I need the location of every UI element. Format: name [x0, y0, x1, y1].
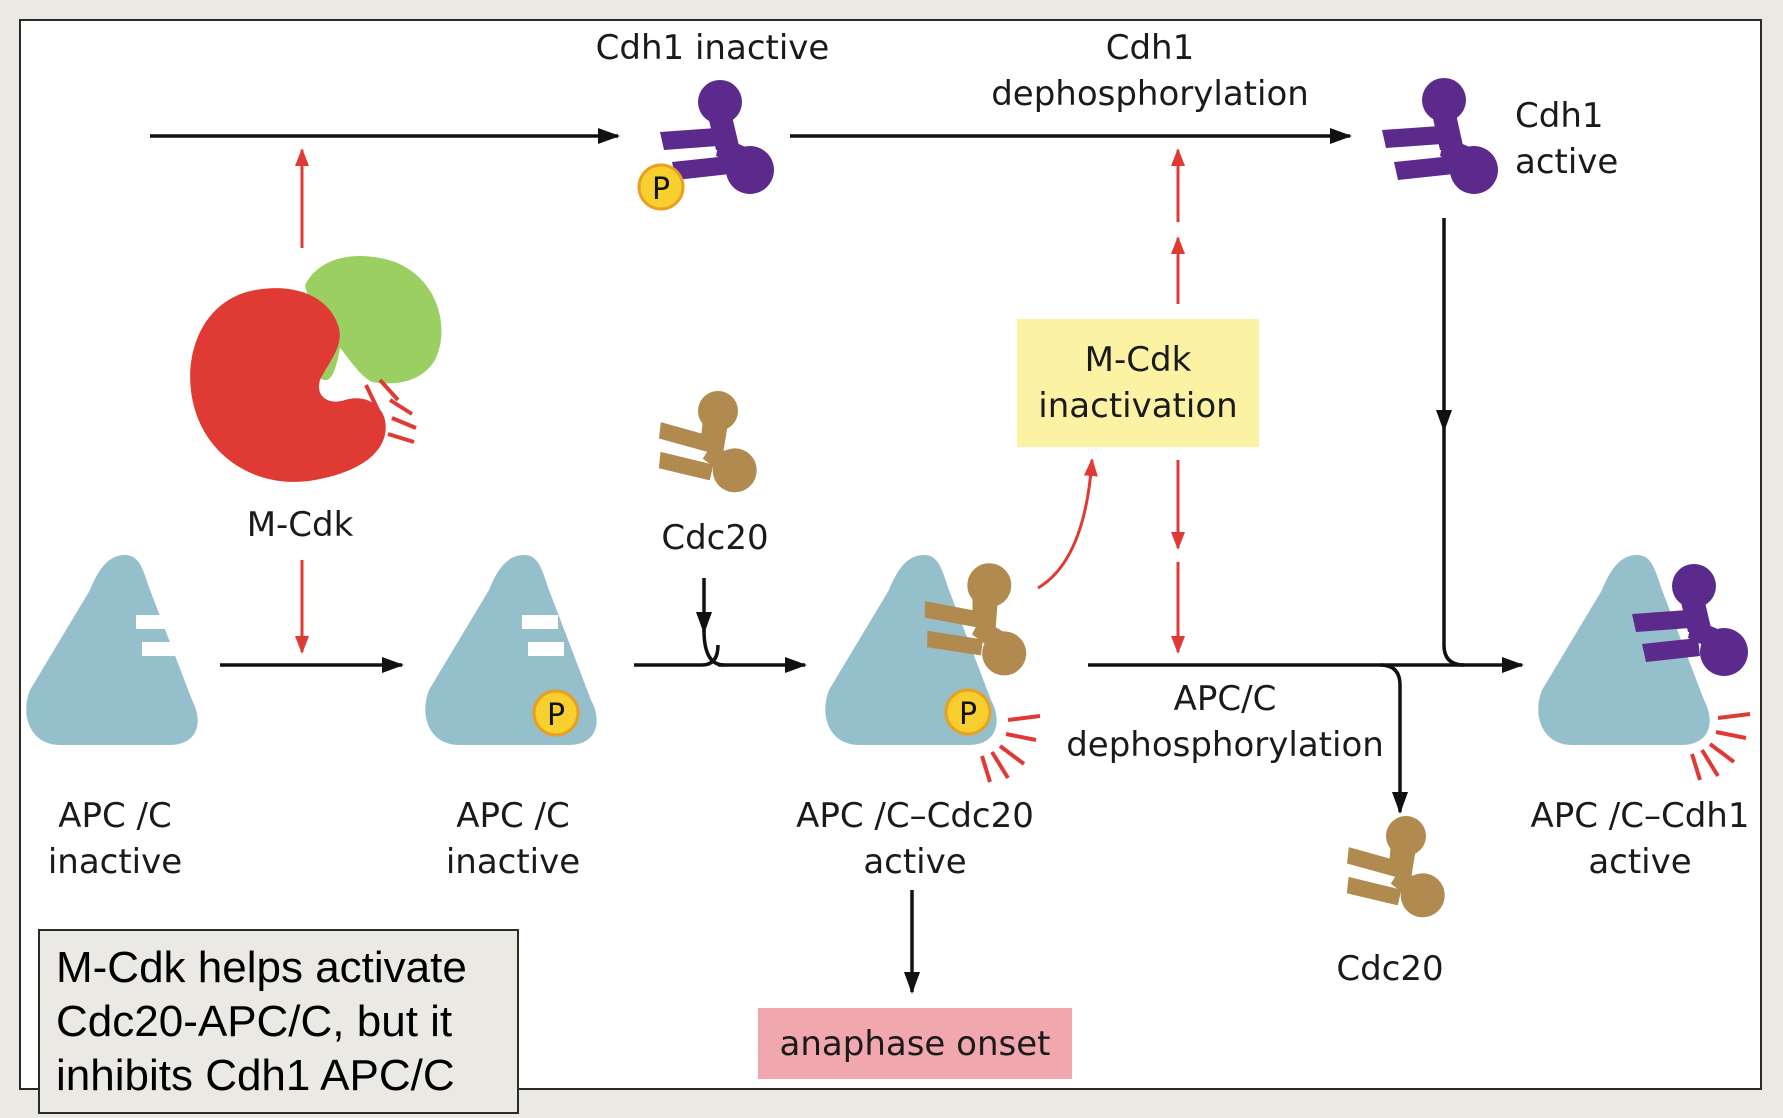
diagram-panel: [19, 19, 1762, 1090]
arrow-cdh1-down-head: [1436, 410, 1452, 432]
cdc20-top-icon: [658, 390, 757, 493]
mcdk-complex-icon: [190, 255, 442, 482]
apc-cdh1-active-icon: [1538, 555, 1751, 781]
label-apc-inactive-1: APC /C inactive: [47, 796, 183, 882]
mcdk-inactivation-box: M-Cdk inactivation: [1017, 319, 1259, 447]
phospho-label: P: [652, 172, 670, 207]
cdc20-bottom-icon: [1346, 815, 1445, 918]
label-apc-cdc20-active: APC /C–Cdc20 active: [796, 796, 1034, 882]
anaphase-onset-box: anaphase onset: [758, 1008, 1072, 1079]
red-arrow-apc-to-inactivation: [1037, 458, 1098, 590]
label-apc-cdh1-active: APC /C–Cdh1 active: [1530, 796, 1750, 882]
label-cdh1-active: Cdh1 active: [1515, 96, 1619, 182]
arrow-release-cdc20: [1379, 663, 1408, 814]
label-apc-inactive-2: APC /C inactive: [445, 796, 581, 882]
phospho-cdh1: P: [637, 163, 685, 211]
phospho-label: P: [959, 697, 977, 732]
arrow-cdc20-join-curve: [702, 629, 725, 667]
arrow-cdh1-down: [1442, 218, 1465, 667]
apc-inactive-2-icon: P: [425, 555, 597, 745]
label-mcdk: M-Cdk: [246, 505, 354, 545]
label-apc-dephosphorylation: APC/C dephosphorylation: [1066, 679, 1384, 765]
apc-inactive-1-icon: [26, 555, 198, 745]
label-cdc20-bottom: Cdc20: [1336, 949, 1444, 989]
label-cdh1-dephosphorylation: Cdh1 dephosphorylation: [991, 28, 1309, 114]
arrow-apc2-to-apc-cdc20: [634, 645, 805, 665]
cyclin-icon: [305, 255, 442, 384]
caption-box: M-Cdk helps activate Cdc20-APC/C, but it…: [38, 929, 519, 1114]
cdh1-active-icon: [1382, 78, 1498, 194]
label-cdh1-inactive: Cdh1 inactive: [595, 28, 830, 68]
cdh1-inactive-icon: [660, 80, 774, 194]
label-cdc20-top: Cdc20: [661, 518, 769, 558]
phospho-label: P: [547, 698, 565, 733]
cdk-icon: [190, 288, 386, 482]
apc-cdc20-active-icon: P: [825, 555, 1041, 783]
